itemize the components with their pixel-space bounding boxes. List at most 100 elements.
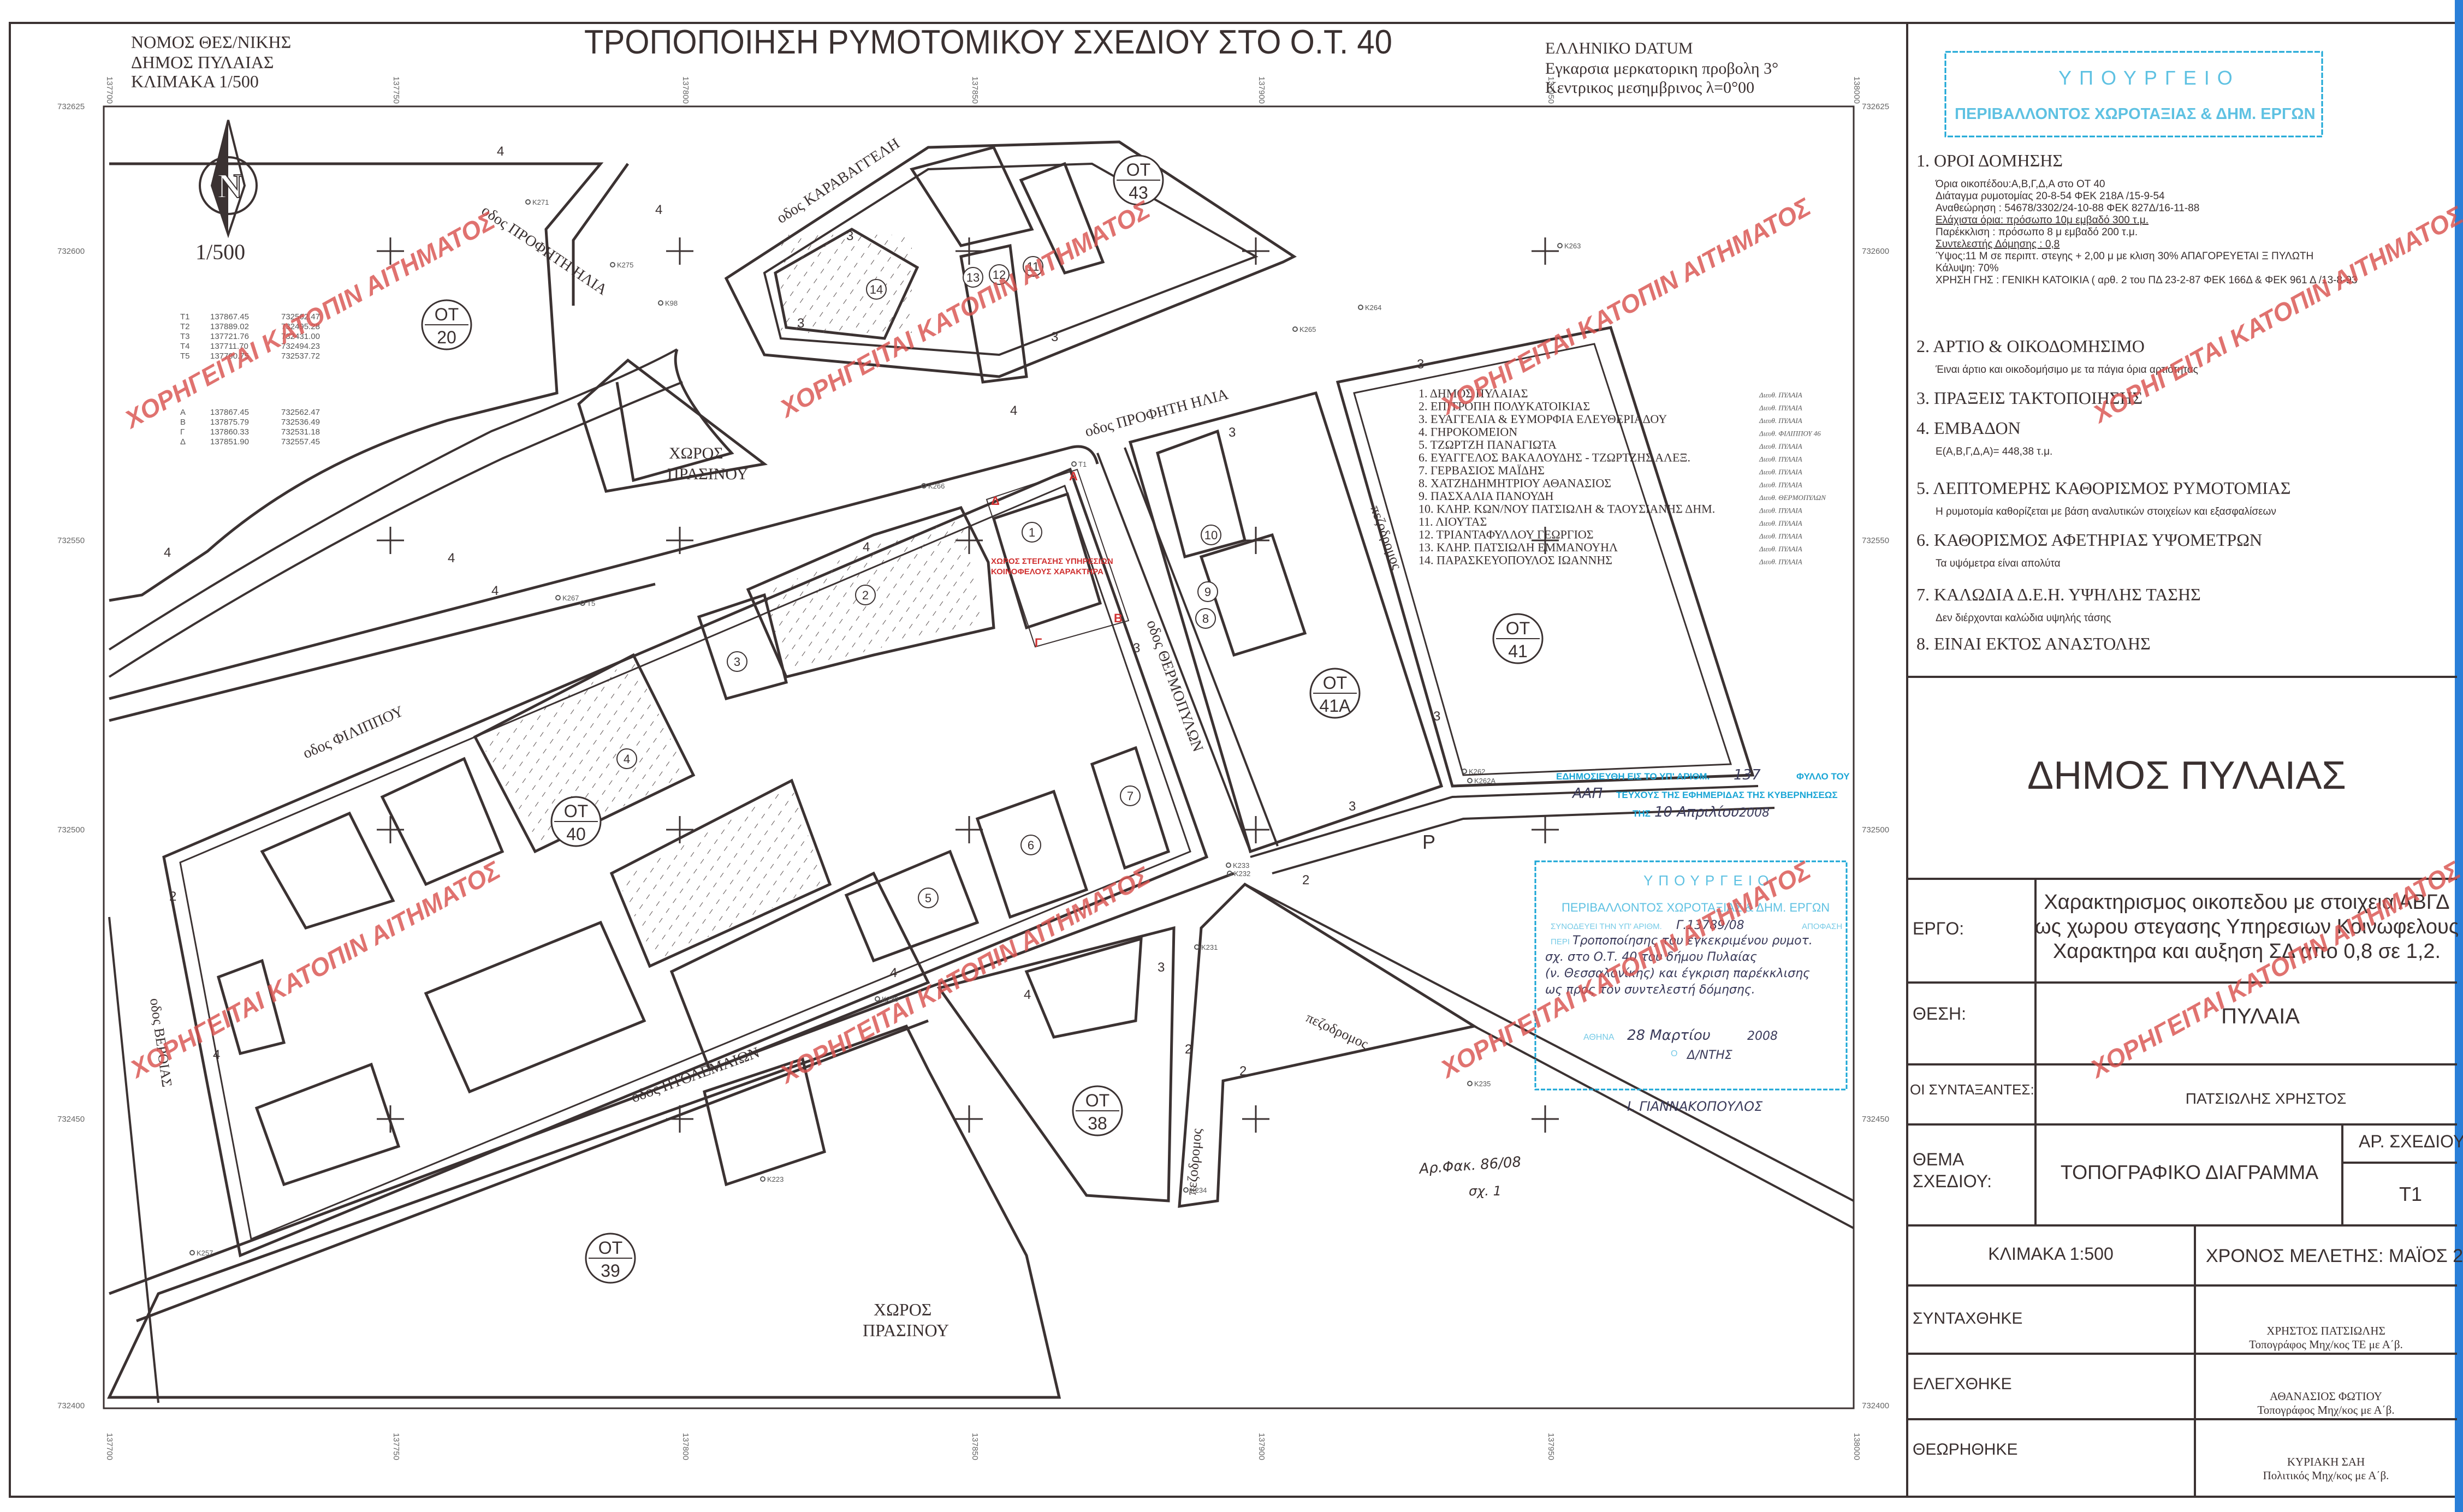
authors-label: ΟΙ ΣΥΝΤΑΞΑΝΤΕΣ: [1910, 1081, 2034, 1098]
owner-name: 2. ΕΠΙΤΡΟΠΗ ΠΟΛΥΚΑΤΟΙΚΙΑΣ [1419, 400, 1590, 413]
block-prefix: ΟΤ [598, 1238, 622, 1258]
ministry-stamp-subtitle: ΠΕΡΙΒΑΛΛΟΝΤΟΣ ΧΩΡΟΤΑΞΙΑΣ & ΔΗΜ. ΕΡΓΩΝ [1562, 901, 1830, 914]
subject-value: ΤΟΠΟΓΡΑΦΙΚΟ ΔΙΑΓΡΑΜΜΑ [2061, 1161, 2318, 1183]
frontage-number: 3 [1349, 799, 1356, 814]
frontage-number: 3 [1417, 357, 1424, 372]
x-tick-label: 137750 [391, 1433, 401, 1460]
subject-label-2: ΣΧΕΔΙΟΥ: [1913, 1171, 1992, 1191]
survey-point-id: K231 [1201, 943, 1218, 951]
survey-point-icon [1467, 778, 1473, 783]
ministry-stamp-o: Ο [1671, 1049, 1677, 1058]
owner-name: 5. ΤΖΩΡΤΖΗ ΠΑΝΑΓΙΩΤΑ [1419, 438, 1557, 451]
survey-point-id: K264 [1365, 303, 1381, 312]
survey-point-id: K262A [1474, 777, 1495, 785]
signoff-title: Τοπογράφος Μηχ/κος ΤΕ με Α΄β. [2249, 1338, 2403, 1351]
owner-address: Διευθ. ΠΥΛΑΙΑ [1759, 481, 1802, 489]
survey-point-id: K232 [1234, 870, 1250, 878]
authors-value: ΠΑΤΣΙΩΛΗΣ ΧΡΗΣΤΟΣ [2186, 1090, 2347, 1107]
y-tick-label: 732600 [1862, 247, 1889, 256]
frontage-number: 4 [491, 584, 498, 598]
owner-name: 4. ΓΗΡΟΚΟΜΕΙΟΝ [1419, 425, 1517, 439]
project-line-3: Χαρακτηρα και αυξηση ΣΔ απο 0,8 σε 1,2. [2053, 940, 2441, 963]
note-line: Η ρυμοτομία καθορίζεται με βάση αναλυτικ… [1936, 506, 2276, 517]
ministry-approval-stamp: ΥΠΟΥΡΓΕΙΟ ΠΕΡΙΒΑΛΛΟΝΤΟΣ ΧΩΡΟΤΑΞΙΑΣ & ΔΗΜ… [1534, 860, 1848, 1114]
publication-sheet: ΦΥΛΛΟ ΤΟΥ [1796, 771, 1850, 782]
owner-address: Διευθ. ΠΥΛΑΙΑ [1759, 558, 1802, 566]
survey-point-id: K266 [928, 482, 945, 490]
coord-id: T2 [180, 322, 190, 331]
title-block-municipality: ΔΗΜΟΣ ΠΥΛΑΙΑΣ [2027, 754, 2346, 797]
map-header: ΝΟΜΟΣ ΘΕΣ/ΝΙΚΗΣ ΔΗΜΟΣ ΠΥΛΑΙΑΣ ΚΛΙΜΑΚΑ 1/… [131, 23, 1778, 97]
y-tick-label: 732550 [1862, 536, 1889, 545]
grid-cross-icon [1532, 1105, 1559, 1133]
parcel-number: 1 [1029, 526, 1035, 539]
frontage-number: 4 [1010, 403, 1017, 418]
block-ot41a-outline [1128, 391, 1444, 854]
publication-line2: ΤΕΥΧΟΥΣ ΤΗΣ ΕΦΗΜΕΡΙΔΑΣ ΤΗΣ ΚΥΒΕΡΝΗΣΕΩΣ [1616, 790, 1838, 800]
block-number: 43 [1129, 183, 1148, 203]
owner-address: Διευθ. ΠΥΛΑΙΑ [1759, 391, 1802, 399]
ministry-stamp-role: Δ/ΝΤΗΣ [1686, 1049, 1732, 1062]
y-tick-label: 732625 [1862, 102, 1889, 111]
ministry-stamp-decision-no: Γ.13789/08 [1676, 919, 1744, 932]
block-prefix: ΟΤ [564, 801, 588, 821]
parcel-circle-icon [1197, 581, 1218, 602]
signoff-title: Πολιτικός Μηχ/κος με Α΄β. [2263, 1469, 2389, 1482]
x-tick-label: 137700 [105, 76, 114, 104]
coord-y: 732431.00 [281, 332, 320, 341]
grid-cross-icon [666, 237, 693, 265]
drawing-no-value: Τ1 [2399, 1183, 2422, 1205]
frontage-number: 4 [164, 545, 171, 560]
datum-label: ΕΛΛΗΝΙΚΟ DATUM [1545, 39, 1693, 57]
x-tick-label: 137900 [1257, 76, 1266, 104]
parcel-circle-icon [1120, 785, 1141, 806]
owner-name: 6. ΕΥΑΓΓΕΛΟΣ ΒΑΚΑΛΟΥΔΗΣ - ΤΖΩΡΤΖΗΣ ΑΛΕΞ. [1419, 451, 1690, 465]
subject-label-1: ΘΕΜΑ [1913, 1150, 1965, 1169]
x-tick-label: 138000 [1852, 1433, 1861, 1460]
grid-cross-icon [1242, 816, 1269, 843]
owner-address: Διευθ. ΠΥΛΑΙΑ [1759, 507, 1802, 515]
x-tick-label: 138000 [1852, 76, 1861, 104]
parcel-circle-icon [918, 888, 939, 908]
note-heading: 6. ΚΑΘΟΡΙΣΜΟΣ ΑΦΕΤΗΡΙΑΣ ΥΨΟΜΕΤΡΩΝ [1916, 530, 2262, 550]
note-line: Διάταγμα ρυμοτομίας 20-8-54 ΦΕΚ 218Α /15… [1936, 191, 2165, 202]
coord-y: 732562.47 [281, 408, 320, 417]
owner-address: Διευθ. ΠΥΛΑΙΑ [1759, 404, 1802, 412]
owner-name: 9. ΠΑΣΧΑΛΙΑ ΠΑΝΟΥΔΗ [1419, 489, 1554, 503]
note-heading: 8. ΕΙΝΑΙ ΕΚΤΟΣ ΑΝΑΣΤΟΛΗΣ [1916, 634, 2151, 653]
owner-address: Διευθ. ΘΕΡΜΟΠΥΛΩΝ [1759, 493, 1826, 502]
survey-point-id: T5 [587, 599, 595, 608]
ministry-stamp-about: ΠΕΡΙ [1551, 937, 1570, 947]
frontage-number: 3 [1228, 425, 1236, 440]
coord-x: 137860.33 [210, 427, 249, 437]
survey-point-id: K223 [767, 1175, 784, 1183]
street-pedestrian-2: πεζοδρομος [1303, 1009, 1371, 1052]
publication-stamp: ΕΔΗΜΟΣΙΕΥΘΗ ΕΙΣ ΤΟ ΥΠ' ΑΡΙΘΜ. 137 ΦΥΛΛΟ … [1556, 767, 1850, 820]
parcel-number: 6 [1028, 838, 1034, 852]
grid-cross-icon [1532, 237, 1559, 265]
survey-point-icon [1467, 1081, 1473, 1086]
coord-x: 137721.76 [210, 332, 249, 341]
projection-label: Εγκαρσια μερκατορικη προβολη 3° [1545, 59, 1778, 78]
green-space-1 [577, 358, 768, 493]
parcel-number: 2 [862, 588, 869, 602]
coord-id: T3 [180, 332, 190, 341]
watermark-text: ΧΟΡΗΓΕΙΤΑΙ ΚΑΤΟΠΙΝ ΑΙΤΗΜΑΤΟΣ [2084, 855, 2463, 1084]
publication-the: ΤΗΣ [1633, 808, 1651, 819]
coord-id: T5 [180, 352, 190, 361]
y-tick-label: 732450 [57, 1115, 85, 1124]
parcel-number: 5 [925, 891, 931, 905]
top-ministry-stamp: ΥΠΟΥΡΓΕΙΟ ΠΕΡΙΒΑΛΛΟΝΤΟΣ ΧΩΡΟΤΑΞΙΑΣ & ΔΗΜ… [1944, 51, 2323, 138]
grid-cross-icon [955, 1105, 983, 1133]
parcel-number: 4 [624, 752, 630, 766]
survey-point-id: K235 [1474, 1080, 1491, 1088]
north-letter: N [217, 166, 242, 205]
corner-d: Δ [991, 494, 1000, 508]
red-label-line2: ΚΟΙΝΟΦΕΛΟΥΣ ΧΑΡΑΚΤΗΡΑ [991, 567, 1103, 576]
frontage-number: 3 [1051, 330, 1058, 344]
x-tick-label: 137800 [681, 76, 690, 104]
parcel-circle-icon [866, 279, 887, 300]
parcel-circle-icon [1201, 525, 1221, 545]
block-number: 40 [566, 824, 586, 844]
red-label-line1: ΧΩΡΟΣ ΣΤΕΓΑΣΗΣ ΥΠΗΡΕΣΙΩΝ [991, 557, 1113, 566]
